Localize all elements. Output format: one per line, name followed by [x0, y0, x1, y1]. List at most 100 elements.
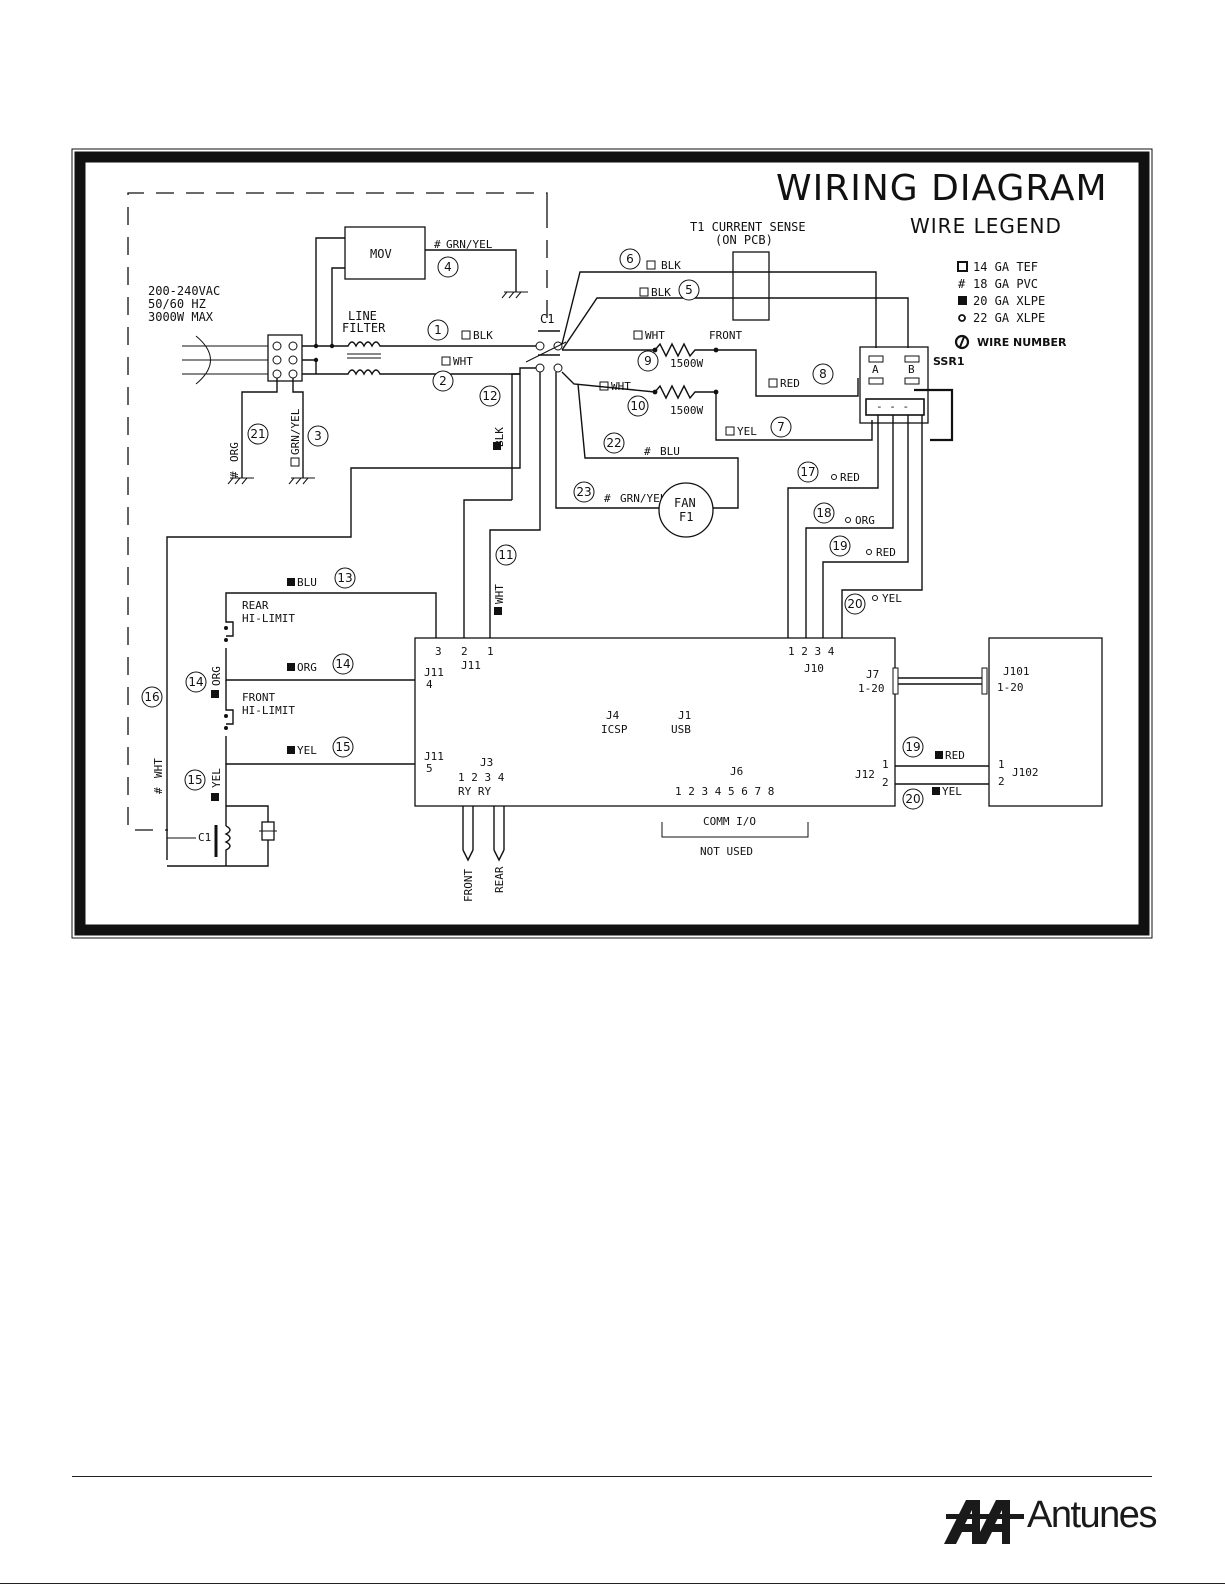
j11-pin: 1	[487, 645, 494, 658]
hash-icon: #	[604, 492, 611, 505]
j6-label: J6	[730, 765, 743, 778]
j11-pin: 2	[461, 645, 468, 658]
filled-square-icon	[211, 793, 219, 801]
small-circle-icon	[845, 517, 851, 523]
open-square-icon	[441, 356, 451, 366]
j101-label: 1-20	[997, 681, 1024, 694]
svg-text:B: B	[908, 363, 915, 376]
svg-text:22: 22	[606, 436, 621, 450]
line-filter-label: LINE	[348, 309, 377, 323]
wire-number: 22	[603, 432, 625, 454]
wire-number: 15	[332, 736, 354, 758]
filled-square-icon	[287, 578, 295, 586]
small-circle-icon	[831, 474, 837, 480]
j6-pins: 1 2 3 4 5 6 7 8	[675, 785, 774, 798]
legend-item-label: 18 GA PVC	[973, 277, 1038, 291]
wire-label: BLK	[651, 286, 671, 299]
svg-text:4: 4	[444, 260, 452, 274]
wire-label: GRN/YEL	[620, 492, 667, 505]
j11-label: J11	[424, 750, 444, 763]
wire-label: WHT	[453, 355, 473, 368]
fan-label: F1	[679, 510, 693, 524]
j10-label: J10	[804, 662, 824, 675]
wire-number: 14	[332, 653, 354, 675]
wire-label: WHT	[611, 380, 631, 393]
j4-label: J4	[606, 709, 620, 722]
j12-pin: 1	[882, 758, 889, 771]
wire-label: BLU	[297, 576, 317, 589]
legend-item-label: 20 GA XLPE	[973, 294, 1045, 308]
j1-label: USB	[671, 723, 691, 736]
fan-label: FAN	[674, 496, 696, 510]
diagram-outer-frame	[71, 148, 1153, 939]
wire-number: 1	[427, 319, 449, 341]
numbered-circle-icon	[954, 334, 970, 350]
j4-label: ICSP	[601, 723, 628, 736]
filled-square-icon	[493, 442, 501, 450]
small-circle-icon	[866, 549, 872, 555]
j10-pins: 1 2 3 4	[788, 645, 835, 658]
wire-label: RED	[945, 749, 965, 762]
svg-text:13: 13	[337, 571, 352, 585]
relay-front-label: FRONT	[462, 869, 475, 902]
open-square-icon	[646, 260, 656, 270]
current-sense-t1	[732, 251, 770, 321]
hash-icon: #	[958, 277, 966, 291]
svg-text:- - -: - - -	[876, 400, 909, 413]
j102-pin: 1	[998, 758, 1005, 771]
ssr1: A B - - - SSR1	[859, 346, 964, 442]
contactor-coil-c1: C1	[167, 805, 277, 867]
not-used-label: NOT USED	[700, 845, 753, 858]
heater-watts: 1500W	[670, 357, 703, 370]
wire-number: 17	[797, 461, 819, 483]
hash-icon: #	[434, 238, 441, 251]
wire-number: 13	[334, 567, 356, 589]
j11-label: J11	[461, 659, 481, 672]
filled-square-icon	[932, 787, 940, 795]
j11-pin: 3	[435, 645, 442, 658]
line-filter-label: FILTER	[342, 321, 386, 335]
j3-pins: 1 2 3 4	[458, 771, 505, 784]
wire-number: 6	[619, 248, 641, 270]
svg-text:5: 5	[685, 283, 693, 297]
wire-legend: 14 GA TEF # 18 GA PVC 20 GA XLPE 22 GA X…	[954, 260, 1067, 350]
svg-text:20: 20	[847, 597, 862, 611]
wire-label: YEL	[210, 768, 223, 788]
power-input: 200-240VAC 50/60 HZ 3000W MAX	[148, 284, 303, 385]
j11-label: J11	[424, 666, 444, 679]
wire-number: 21	[247, 423, 269, 445]
j12-label: J12	[855, 768, 875, 781]
small-circle-icon	[958, 314, 966, 322]
j7-label: J7	[866, 668, 879, 681]
wire-label: GRN/YEL	[289, 408, 302, 455]
svg-text:1: 1	[434, 323, 442, 337]
numbered-circle-icon	[959, 336, 965, 348]
wire-label: RED	[876, 546, 896, 559]
footer-rule	[72, 1476, 1152, 1477]
svg-text:21: 21	[250, 427, 265, 441]
wire-label: WHT	[152, 758, 165, 778]
svg-text:16: 16	[144, 690, 159, 704]
small-circle-icon	[872, 595, 878, 601]
open-square-icon	[957, 261, 968, 272]
open-square-icon	[599, 381, 609, 391]
j3-label: J3	[480, 756, 493, 769]
wire-number: 3	[307, 425, 329, 447]
heater-watts: 1500W	[670, 404, 703, 417]
svg-text:12: 12	[482, 389, 497, 403]
svg-text:15: 15	[187, 773, 202, 787]
hash-icon: #	[644, 445, 651, 458]
power-spec-line: 50/60 HZ	[148, 297, 206, 311]
svg-text:19: 19	[832, 539, 847, 553]
wire-number: 19	[902, 736, 924, 758]
wire-number: 7	[770, 416, 792, 438]
wire-label: BLK	[493, 427, 506, 447]
svg-text:11: 11	[498, 548, 513, 562]
j11-label: 4	[426, 678, 433, 691]
open-square-icon	[461, 330, 471, 340]
j3-ry: RY RY	[458, 785, 491, 798]
rear-hi-limit-label: HI-LIMIT	[242, 612, 295, 625]
diagram-inner-frame	[74, 151, 1150, 936]
filled-square-icon	[958, 296, 967, 305]
